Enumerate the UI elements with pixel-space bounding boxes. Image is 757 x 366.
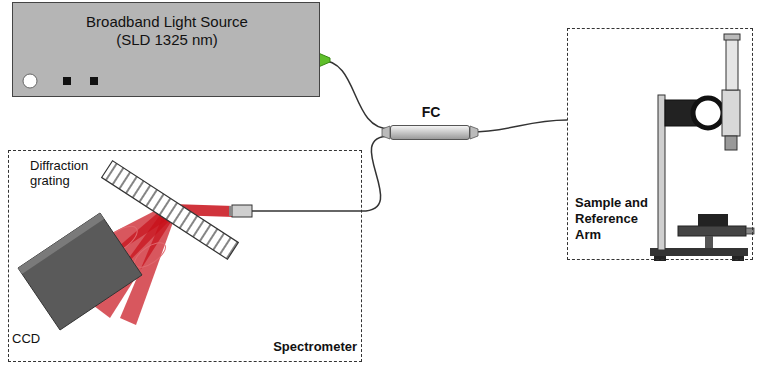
- part-label: Diffraction grating: [30, 158, 110, 188]
- microscope-stand: [650, 34, 754, 261]
- diffraction-grating: [102, 161, 239, 259]
- coupler-taper: [382, 126, 390, 139]
- optical-fiber: [362, 136, 390, 211]
- light-source-box: Broadband Light Source (SLD 1325 nm): [12, 2, 320, 97]
- node-text: Spectrometer: [245, 339, 357, 355]
- ccd-sensor: [18, 213, 142, 330]
- source-controls: [20, 72, 110, 92]
- optical-fiber: [470, 120, 567, 132]
- collimator-lens: [229, 206, 233, 216]
- ccd-face: [18, 213, 104, 274]
- fiber: [252, 210, 362, 212]
- node-text: Broadband Light Source (SLD 1325 nm): [13, 13, 321, 49]
- coupler-taper: [470, 126, 478, 139]
- node-text: Sample and Reference Arm: [575, 195, 653, 243]
- fiber-coupler: FC: [390, 125, 470, 140]
- optical-fiber: [320, 60, 390, 129]
- node-text: FC: [391, 104, 471, 121]
- sample-arm-region: Sample and Reference Arm: [567, 28, 753, 260]
- part-label: CCD: [12, 331, 62, 346]
- collimator: [232, 205, 252, 217]
